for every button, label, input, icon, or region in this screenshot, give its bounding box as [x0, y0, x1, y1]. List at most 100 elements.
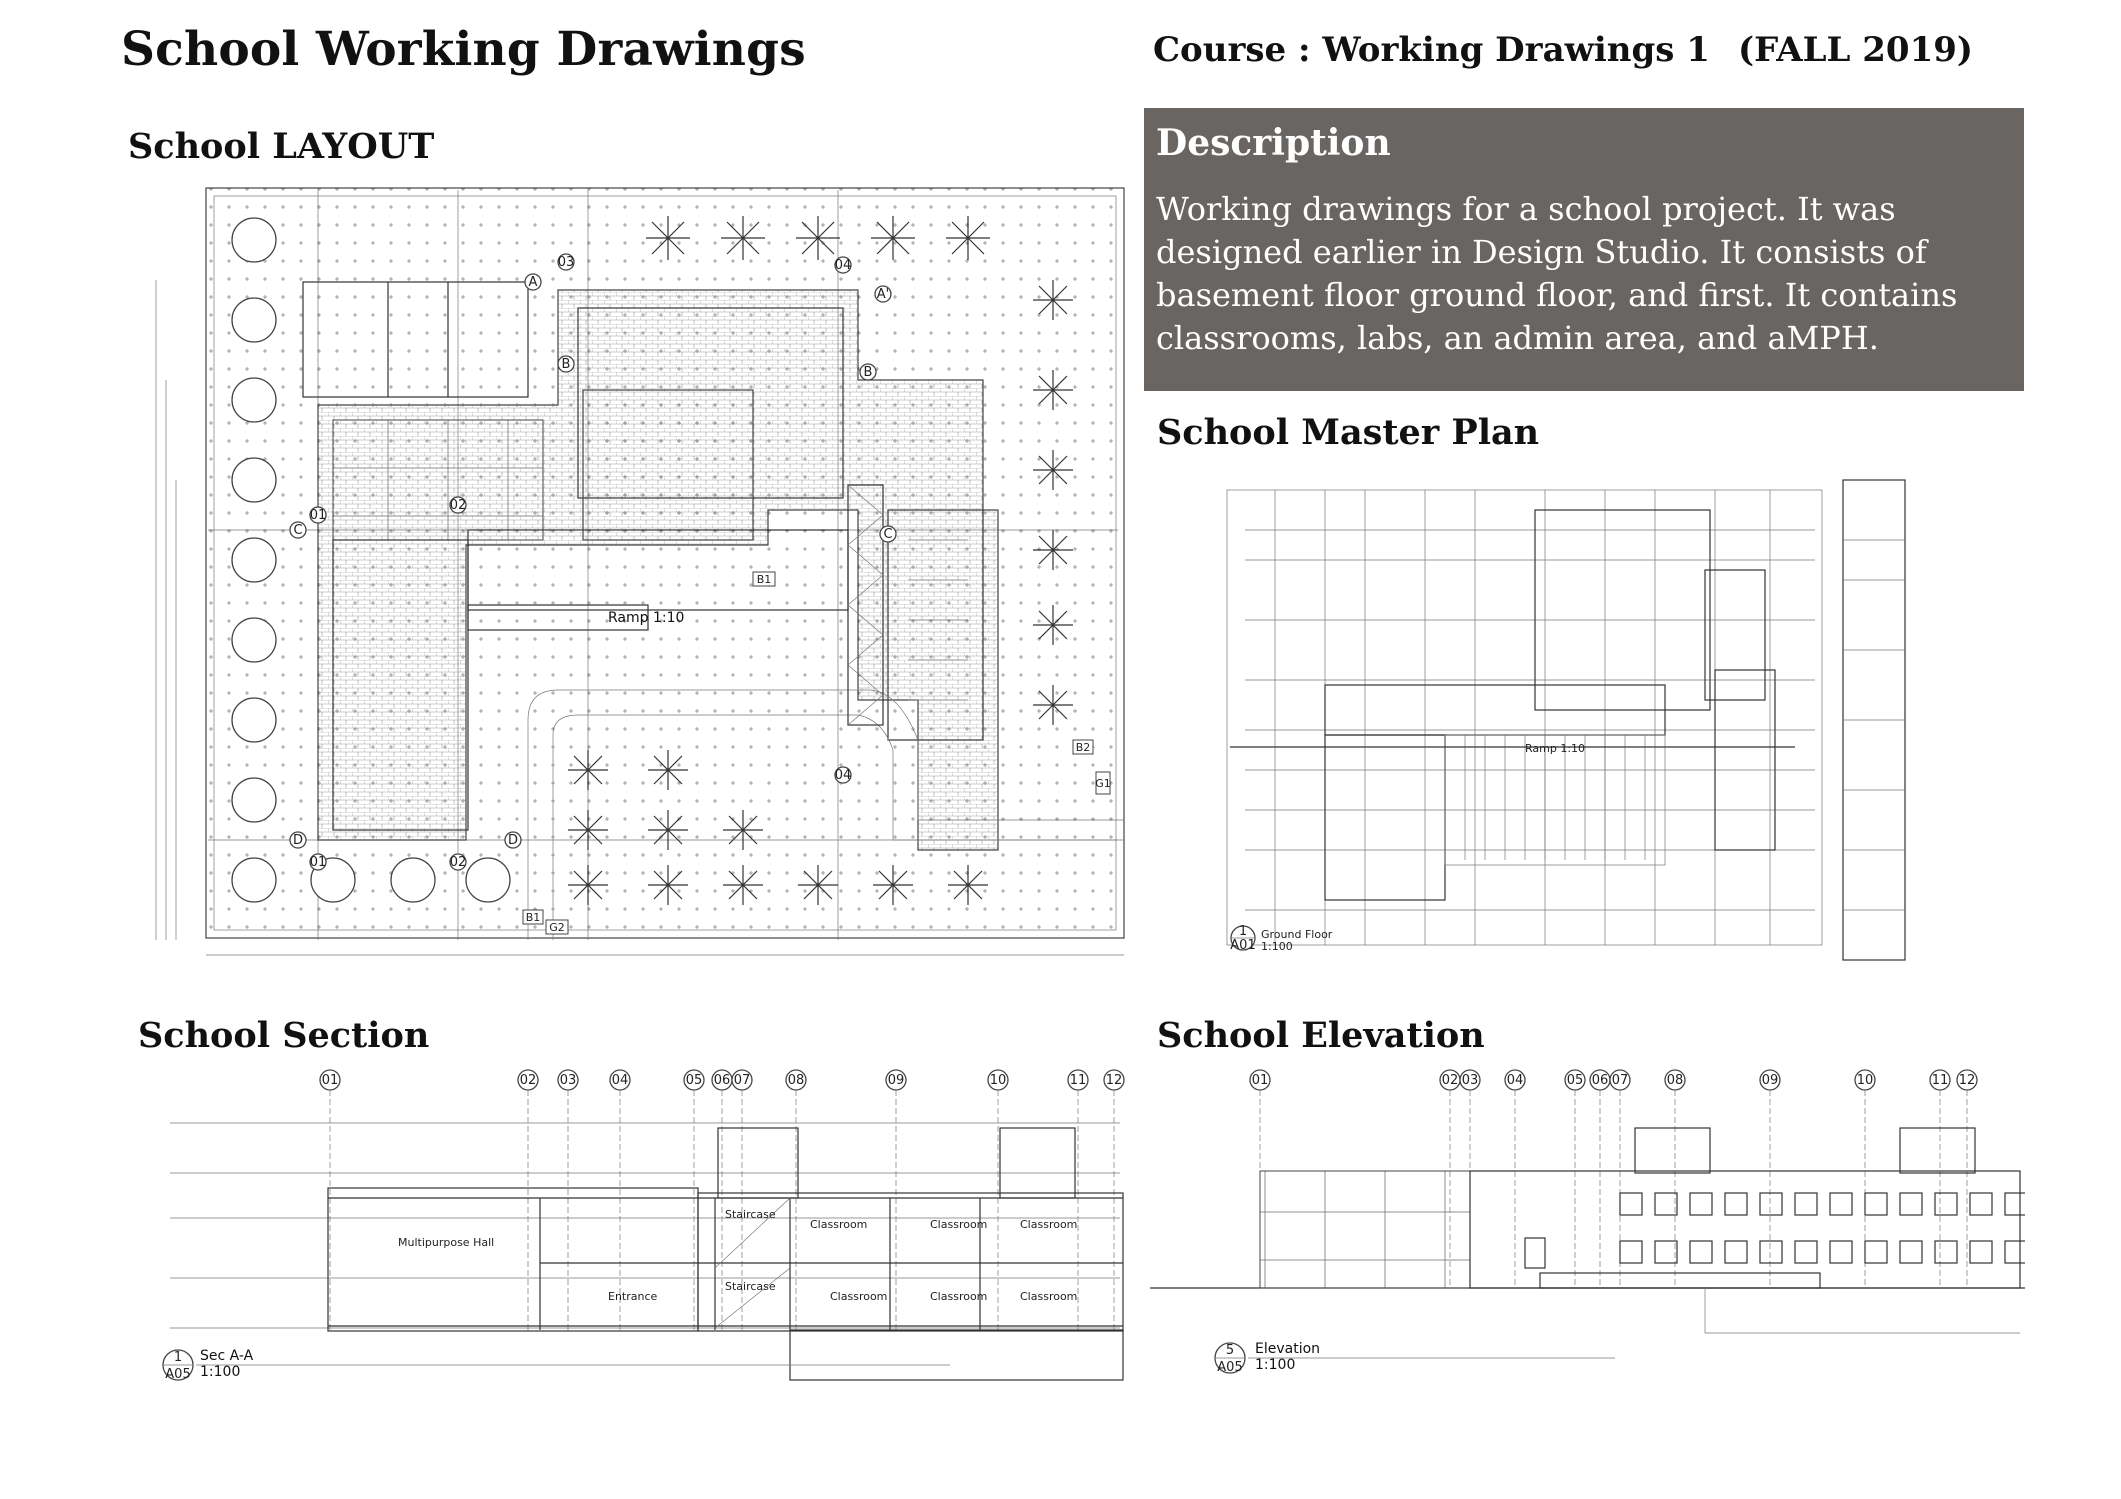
grid-axis-label: 04 [1507, 1073, 1524, 1088]
grid-axis-label: 03 [1462, 1073, 1479, 1088]
master-sheet: A01 [1230, 938, 1255, 953]
elevation-window [1829, 1240, 1853, 1264]
svg-text:A': A' [877, 287, 889, 302]
svg-text:A: A [529, 275, 538, 290]
elevation-window [1899, 1240, 1923, 1264]
course-name: Course : Working Drawings 1 [1153, 30, 1710, 70]
grid-axis-label: 11 [1070, 1073, 1087, 1088]
grid-axis-label: 03 [560, 1073, 577, 1088]
grid-axis-label: 09 [888, 1073, 905, 1088]
grid-axis-label: 12 [1106, 1073, 1123, 1088]
grid-axis-label: 01 [1252, 1073, 1269, 1088]
elevation-window [2004, 1240, 2025, 1264]
elevation-window [1864, 1192, 1888, 1216]
svg-text:G2: G2 [549, 921, 565, 934]
svg-text:D: D [293, 833, 303, 848]
elevation-window [1759, 1240, 1783, 1264]
master-plan-drawing: Ramp 1:10 1 A01 Ground Floor 1:100 [1226, 479, 1906, 961]
grid-axis-label: 07 [734, 1073, 751, 1088]
svg-text:G1: G1 [1095, 777, 1111, 790]
elevation-window [1724, 1240, 1748, 1264]
elevation-window [1969, 1192, 1993, 1216]
grid-axis-label: 04 [612, 1073, 629, 1088]
section-room-label: Classroom [930, 1218, 987, 1231]
grid-axis-label: 08 [788, 1073, 805, 1088]
elevation-sheet: A05 [1217, 1360, 1242, 1375]
elevation-window [1619, 1240, 1643, 1264]
grid-axis-label: 08 [1667, 1073, 1684, 1088]
grid-axis-label: 09 [1762, 1073, 1779, 1088]
layout-plan-drawing: Ramp 1:10 03 04 B A A' B C C D D 01 02 01 02 04… [155, 187, 1125, 956]
elevation-window [1829, 1192, 1853, 1216]
grid-axis-label: 06 [714, 1073, 731, 1088]
elevation-window [1899, 1192, 1923, 1216]
section-room-label: Entrance [608, 1290, 658, 1303]
master-view-number: 1 [1239, 924, 1247, 939]
section-title: School Section [138, 1015, 430, 1056]
svg-text:B1: B1 [526, 911, 541, 924]
section-room-label: Classroom [930, 1290, 987, 1303]
svg-text:04: 04 [835, 258, 852, 273]
layout-ramp-label: Ramp 1:10 [608, 610, 684, 626]
section-view-name: Sec A-A [200, 1348, 254, 1364]
grid-axis-label: 02 [1442, 1073, 1459, 1088]
elevation-window [1689, 1192, 1713, 1216]
elevation-window [1724, 1192, 1748, 1216]
course-term: (FALL 2019) [1738, 30, 1973, 70]
svg-text:B1: B1 [757, 573, 772, 586]
elevation-window [2004, 1192, 2025, 1216]
elevation-window [1759, 1192, 1783, 1216]
master-ramp-label: Ramp 1:10 [1525, 742, 1585, 755]
section-room-label: Classroom [830, 1290, 887, 1303]
elevation-window [1619, 1192, 1643, 1216]
elevation-view-number: 5 [1226, 1343, 1234, 1358]
elevation-view-name: Elevation [1255, 1341, 1320, 1357]
grid-axis-label: 10 [1857, 1073, 1874, 1088]
svg-text:C: C [883, 527, 892, 542]
grid-axis-label: 05 [686, 1073, 703, 1088]
grid-axis-label: 12 [1959, 1073, 1976, 1088]
elevation-window [1654, 1192, 1678, 1216]
elevation-scale: 1:100 [1255, 1357, 1295, 1373]
elevation-title: School Elevation [1157, 1015, 1485, 1056]
grid-axis-label: 01 [322, 1073, 339, 1088]
svg-text:02: 02 [450, 855, 467, 870]
page-title: School Working Drawings [121, 22, 806, 77]
section-room-label: Classroom [1020, 1218, 1077, 1231]
grid-axis-label: 07 [1612, 1073, 1629, 1088]
description-panel: Description Working drawings for a schoo… [1144, 108, 2024, 391]
svg-text:B: B [562, 357, 571, 372]
elevation-window [1654, 1240, 1678, 1264]
section-view-number: 1 [174, 1350, 182, 1365]
svg-text:01: 01 [310, 855, 327, 870]
section-room-label: Staircase [725, 1208, 776, 1221]
elevation-window [1934, 1192, 1958, 1216]
elevation-window [1864, 1240, 1888, 1264]
grid-axis-label: 06 [1592, 1073, 1609, 1088]
section-room-label: Staircase [725, 1280, 776, 1293]
grid-axis-label: 11 [1932, 1073, 1949, 1088]
grid-axis-label: 05 [1567, 1073, 1584, 1088]
svg-text:04: 04 [835, 768, 852, 783]
section-room-label: Classroom [1020, 1290, 1077, 1303]
svg-text:D: D [508, 833, 518, 848]
svg-text:02: 02 [450, 498, 467, 513]
section-room-label: Classroom [810, 1218, 867, 1231]
grid-axis-label: 02 [520, 1073, 537, 1088]
elevation-window [1969, 1240, 1993, 1264]
svg-text:03: 03 [558, 255, 575, 270]
elevation-window [1794, 1192, 1818, 1216]
svg-text:B: B [864, 365, 873, 380]
elevation-window [1794, 1240, 1818, 1264]
master-plan-title: School Master Plan [1157, 412, 1540, 453]
master-scale: 1:100 [1261, 940, 1293, 953]
description-title: Description [1156, 122, 1391, 164]
description-body: Working drawings for a school project. I… [1156, 190, 1958, 357]
svg-text:B2: B2 [1076, 741, 1091, 754]
svg-text:C: C [293, 523, 302, 538]
master-view-name: Ground Floor [1261, 928, 1333, 941]
grid-axis-label: 10 [990, 1073, 1007, 1088]
layout-title: School LAYOUT [128, 126, 435, 167]
svg-text:01: 01 [310, 508, 327, 523]
